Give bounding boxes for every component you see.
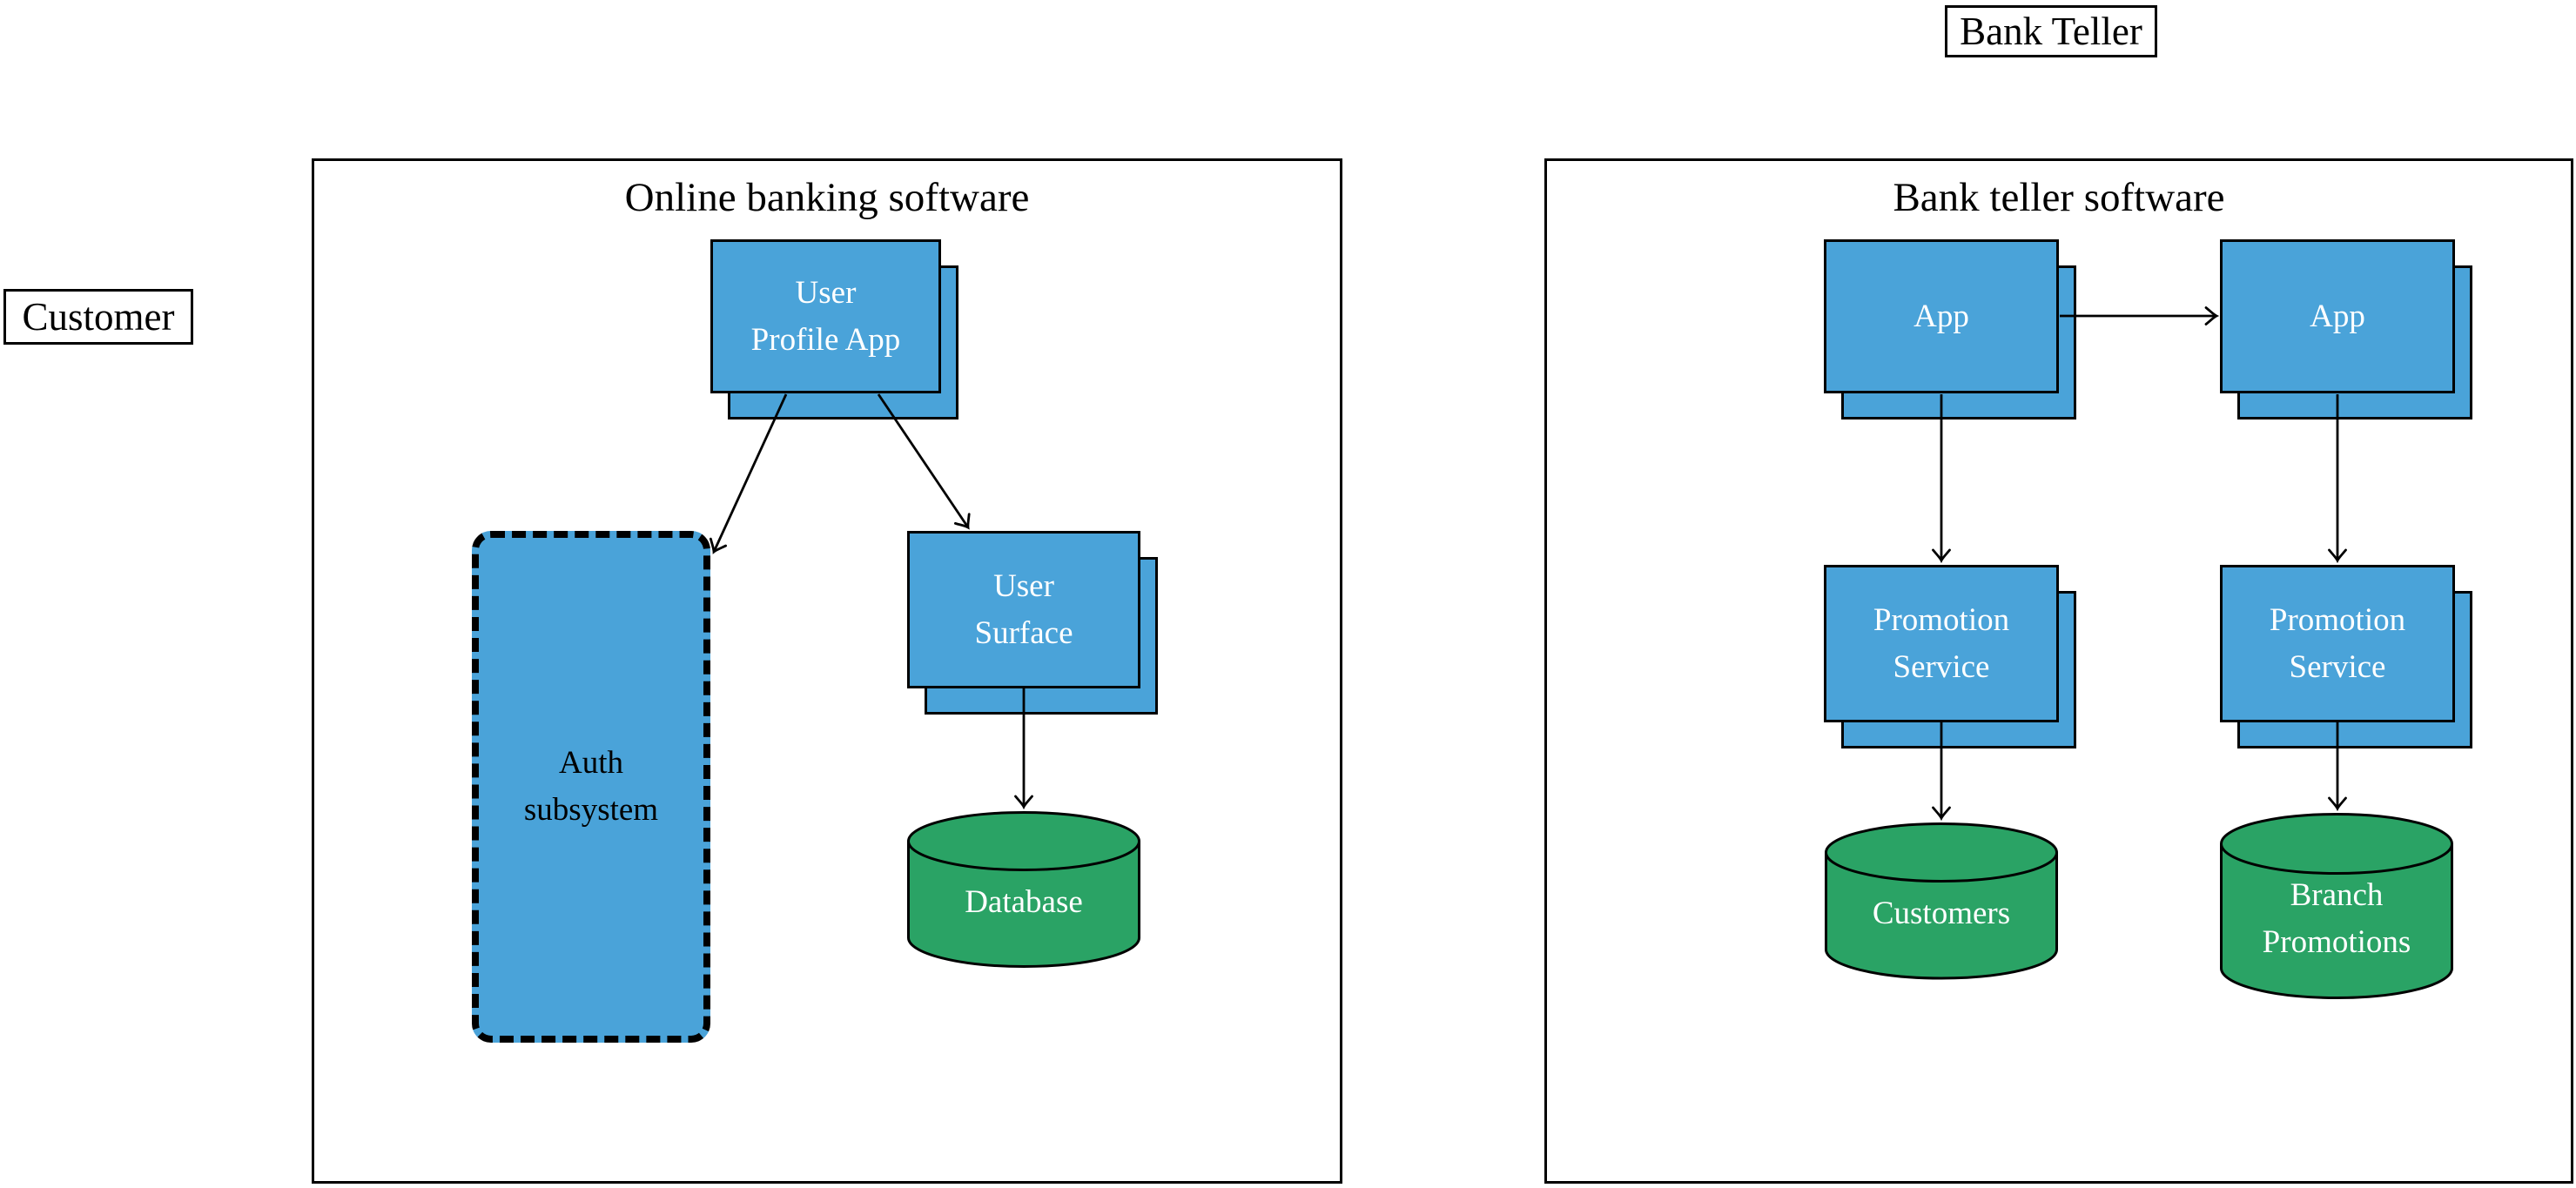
branch-promotions-cylinder-shape [2220,813,2453,999]
node-user-surface-label: User Surface [907,531,1140,688]
database-cylinder-shape [907,811,1140,968]
node-user-profile-app-label: User Profile App [710,239,941,393]
database-cylinder: Database [907,811,1140,968]
actor-label-customer: Customer [3,289,193,345]
branch-promotions-cylinder: Branch Promotions [2220,813,2453,999]
node-app-left-label: App [1824,239,2059,393]
node-user-surface: User Surface [907,531,1158,715]
customers-cylinder-shape [1825,822,2058,980]
node-app-left: App [1824,239,2076,419]
node-auth-subsystem: Auth subsystem [472,531,710,1043]
node-promotion-service-left: Promotion Service [1824,565,2076,748]
online-banking-title: Online banking software [624,175,1030,220]
customers-cylinder-label: Customers [1872,896,2011,931]
node-promotion-service-right: Promotion Service [2220,565,2472,748]
node-app-right-label: App [2220,239,2455,393]
branch-promotions-cylinder-label: Branch Promotions [2262,877,2411,960]
node-user-profile-app: User Profile App [710,239,958,419]
database-cylinder-label: Database [965,883,1083,920]
actor-label-bank-teller: Bank Teller [1945,5,2157,57]
bank-teller-title: Bank teller software [1893,175,2225,220]
customers-cylinder: Customers [1825,822,2058,980]
node-promotion-service-left-label: Promotion Service [1824,565,2059,722]
node-promotion-service-right-label: Promotion Service [2220,565,2455,722]
node-app-right: App [2220,239,2472,419]
